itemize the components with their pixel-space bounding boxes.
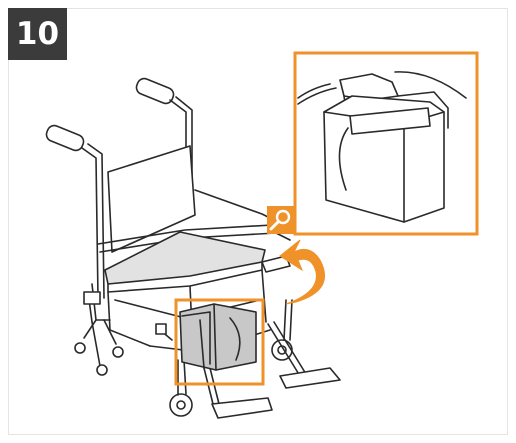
highlight-box-bag <box>174 298 265 386</box>
caster-left <box>74 283 124 376</box>
step-number-badge: 10 <box>8 8 67 60</box>
curved-arrow-icon <box>279 239 325 305</box>
front-wheel-left <box>169 359 193 417</box>
backrest <box>107 145 196 253</box>
magnifier-icon <box>267 206 295 234</box>
detail-callout <box>293 51 479 236</box>
commode-bag <box>179 303 257 371</box>
front-wheel-right <box>271 299 293 361</box>
push-handle-left <box>45 124 105 299</box>
footrest-right <box>267 321 341 389</box>
